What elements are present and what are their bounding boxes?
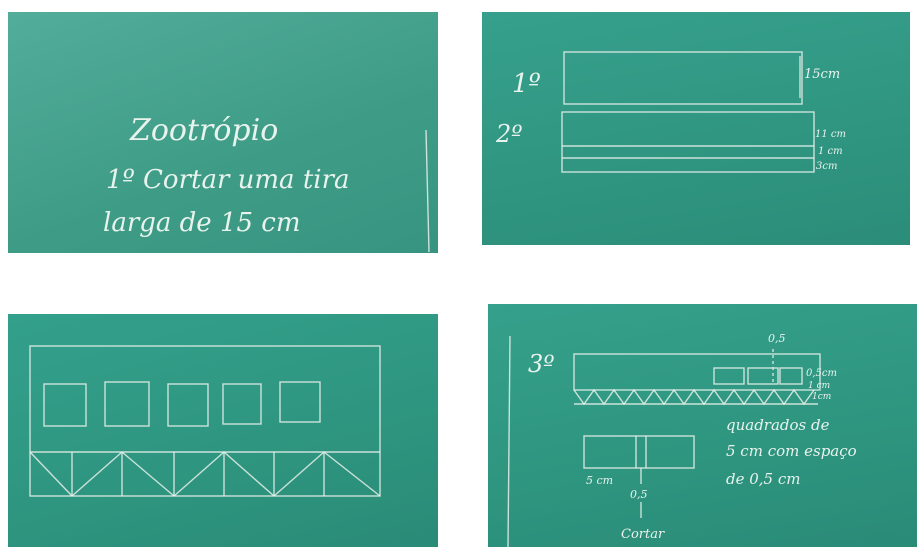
squares-diagram (29, 345, 381, 497)
label-5cm: 5 cm (586, 474, 613, 487)
label-05cm: 0,5cm (806, 368, 837, 379)
photo-chalkboard-instructions: 3º 0,5 0,5cm 1 cm 1cm 5 cm quadrados de … (488, 304, 917, 547)
step-2-label: 2º (495, 120, 523, 148)
label-3cm: 3cm (816, 161, 837, 172)
label-gap-bottom: 0,5 (630, 488, 648, 501)
label-1cm-a: 1 cm (808, 381, 830, 391)
label-11cm: 11 cm (815, 129, 846, 140)
step-3-label: 3º (528, 350, 555, 378)
strip-divided (561, 111, 815, 173)
strip-15cm (563, 51, 803, 105)
instruction-line-1: 1º Cortar uma tira (106, 165, 350, 195)
label-15cm: 15cm (804, 67, 840, 82)
photo-chalkboard-squares (8, 314, 438, 547)
label-1cm: 1 cm (818, 146, 843, 157)
triangle-zigzag (573, 388, 815, 406)
instructions-diagram: 3º 0,5 0,5cm 1 cm 1cm 5 cm quadrados de … (507, 332, 857, 547)
upper-strip (573, 353, 821, 391)
chalk-writing: Zootrópio 1º Cortar uma tira larga de 15… (103, 113, 430, 253)
instruction-line-2: larga de 15 cm (103, 208, 301, 238)
outer-strip (29, 345, 381, 497)
square-4 (222, 383, 262, 425)
note-line-2: 5 cm com espaço (726, 442, 857, 460)
label-gap-top: 0,5 (768, 332, 786, 345)
step-1-label: 1º (512, 69, 541, 99)
note-line-1: quadrados de (726, 416, 830, 434)
strip-diagram: 1º 15cm 2º 11 cm 1 cm 3cm (495, 51, 846, 173)
note-line-3: de 0,5 cm (726, 470, 801, 488)
square-3 (167, 383, 209, 427)
triangle-row (29, 451, 381, 497)
title-text: Zootrópio (129, 113, 278, 148)
square-2 (104, 381, 150, 427)
photo-chalkboard-strips: 1º 15cm 2º 11 cm 1 cm 3cm (482, 12, 910, 245)
label-1cm-b: 1cm (812, 392, 831, 402)
square-5 (279, 381, 321, 423)
photo-chalkboard-title: Zootrópio 1º Cortar uma tira larga de 15… (8, 12, 438, 253)
square-1 (43, 383, 87, 427)
chalk-divider-line (425, 129, 430, 253)
square-example (583, 435, 695, 469)
label-cut: Cortar (621, 527, 665, 542)
